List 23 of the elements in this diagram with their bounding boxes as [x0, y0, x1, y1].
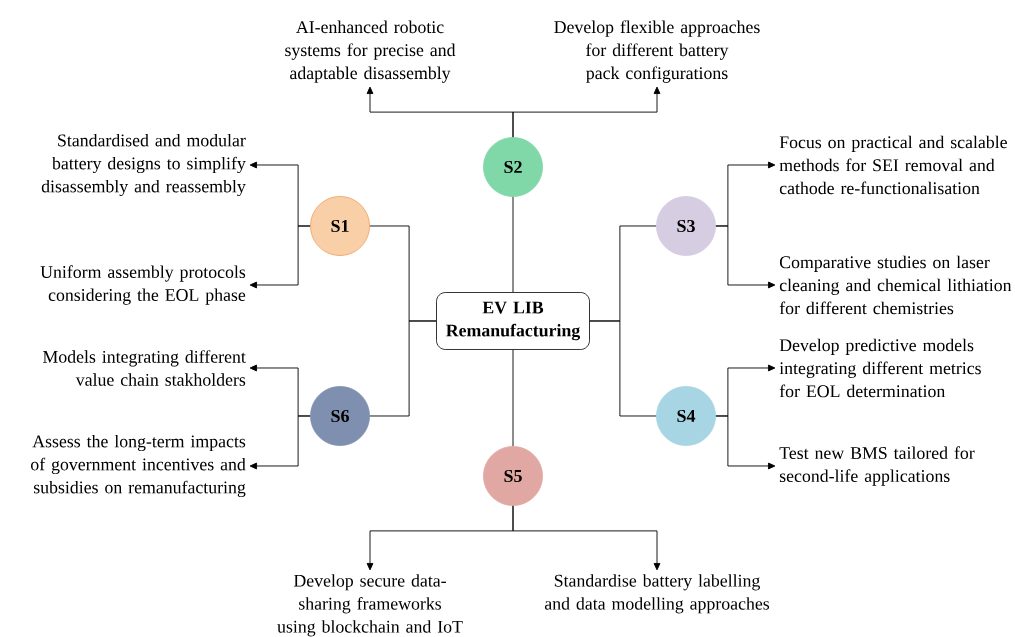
recommendation-text: Models integrating different value chain stakholders [43, 350, 246, 386]
connector-line [369, 320, 437, 417]
center-box: EV LIB Remanufacturing [436, 292, 590, 350]
arrow [249, 415, 311, 470]
arrow [512, 505, 661, 571]
recommendation-text: Focus on practical and scalable methods for SEI removal and cathode re-functionalisation [779, 135, 1007, 195]
recommendation-text: Uniform assembly protocols considering the EOL phase [40, 265, 246, 305]
connector-line [512, 196, 514, 293]
recommendation-text: Standardise battery labelling and data modelling approaches [544, 574, 770, 614]
recommendation-text: Develop predictive models integrating different metrics for EOL determination [779, 338, 981, 398]
arrow [715, 415, 776, 470]
recommendation-text: Test new BMS tailored for second-life applications [779, 446, 975, 486]
arrow [512, 86, 661, 138]
arrow [249, 225, 311, 289]
connector-line [512, 349, 514, 447]
arrow [715, 225, 776, 289]
recommendation-text: AI-enhanced robotic systems for precise and adaptable disassembly [285, 20, 456, 83]
recommendation-text: Comparative studies on laser cleaning and chemical lithiation for different chemistries [779, 255, 1012, 315]
connector-line [589, 320, 657, 417]
recommendation-text: Standardised and modular battery designs to simplify disassembly and reassembly [41, 133, 246, 197]
recommendation-text: Develop secure data-sharing frameworks using blockchain and IoT [277, 574, 463, 637]
recommendation-text: Assess the long-term impacts of government incentives and subsidies on remanufacturing [30, 434, 246, 498]
recommendation-text: Develop flexible approaches for different battery pack configurations [554, 20, 760, 83]
